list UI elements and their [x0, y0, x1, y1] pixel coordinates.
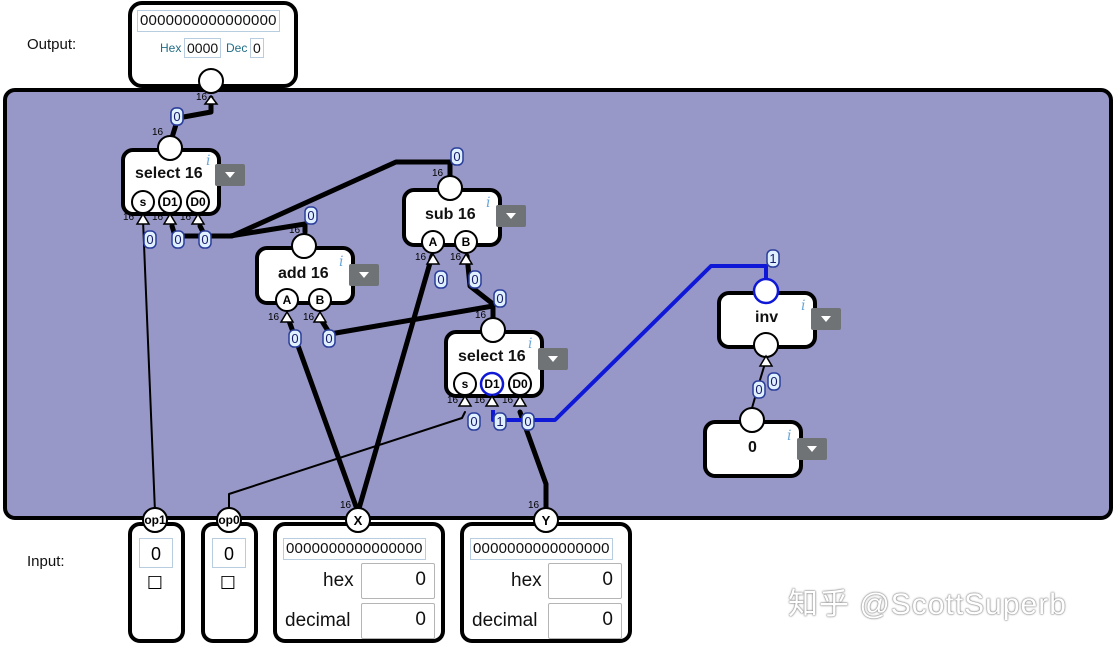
- svg-text:16: 16: [474, 395, 486, 406]
- port-b-label: B: [461, 235, 471, 249]
- chip-inv-menu-button[interactable]: [811, 308, 841, 330]
- info-icon[interactable]: i: [206, 153, 211, 169]
- input-op1-checkbox[interactable]: ☐: [146, 573, 164, 593]
- wire-x-to-subA: [355, 253, 435, 515]
- svg-text:16: 16: [152, 127, 164, 138]
- svg-text:16: 16: [268, 312, 280, 323]
- output-section-label: Output:: [27, 36, 77, 53]
- wire-y-to-midD0: [517, 409, 549, 515]
- chip-const-menu-button[interactable]: [797, 438, 827, 460]
- info-icon[interactable]: i: [787, 428, 792, 444]
- wire-op0-to-s: [228, 411, 466, 515]
- input-op1-name: op1: [144, 513, 166, 527]
- input-section-label: Input:: [27, 553, 65, 570]
- svg-text:16: 16: [447, 395, 459, 406]
- svg-text:16: 16: [196, 92, 208, 103]
- input-op0-value[interactable]: 0: [212, 538, 246, 568]
- input-x-decimal-field[interactable]: 0: [361, 603, 435, 639]
- chip-select-top-label: select 16: [135, 165, 203, 182]
- svg-text:16: 16: [502, 395, 514, 406]
- svg-text:16: 16: [289, 225, 301, 236]
- chip-select-mid-menu-button[interactable]: [538, 348, 568, 370]
- chip-add-menu-button[interactable]: [349, 264, 379, 286]
- svg-text:16: 16: [152, 212, 164, 223]
- input-x-decimal-label: decimal: [285, 610, 351, 631]
- svg-text:16: 16: [528, 500, 540, 511]
- info-icon[interactable]: i: [801, 298, 806, 314]
- wire-inv-to-midD1: [491, 264, 768, 422]
- info-icon[interactable]: i: [528, 336, 533, 352]
- port-d0-label: D0: [190, 195, 206, 209]
- output-dec-value: 0: [250, 38, 264, 58]
- svg-text:16: 16: [475, 310, 487, 321]
- input-op0-name: op0: [218, 513, 240, 527]
- port-a-label: A: [428, 235, 438, 249]
- output-hex-value: 0000: [184, 38, 222, 58]
- chip-select-mid-label: select 16: [458, 348, 526, 365]
- input-y-hex-label: hex: [511, 570, 542, 591]
- input-y-bits[interactable]: 0000000000000000: [470, 538, 613, 560]
- wire-x-to-addA: [285, 315, 361, 515]
- input-op1-value[interactable]: 0: [139, 538, 173, 568]
- chip-sub-menu-button[interactable]: [496, 205, 526, 227]
- input-x-hex-label: hex: [323, 570, 354, 591]
- wire-selecttop-to-output: [167, 95, 214, 147]
- chip-add-label: add 16: [278, 265, 329, 282]
- svg-text:16: 16: [450, 252, 462, 263]
- input-y-hex-field[interactable]: 0: [548, 563, 622, 599]
- svg-text:16: 16: [415, 252, 427, 263]
- svg-text:16: 16: [180, 212, 192, 223]
- wire-op1-to-s: [142, 219, 156, 513]
- port-b-label: B: [315, 293, 325, 307]
- chip-select-top-menu-button[interactable]: [215, 164, 245, 186]
- input-x-name: X: [353, 513, 363, 528]
- svg-text:16: 16: [123, 212, 135, 223]
- input-y-decimal-label: decimal: [472, 610, 538, 631]
- svg-text:16: 16: [340, 500, 352, 511]
- port-d1-label: D1: [162, 195, 178, 209]
- input-op0-checkbox[interactable]: ☐: [219, 573, 237, 593]
- output-port: [198, 68, 224, 94]
- info-icon[interactable]: i: [486, 195, 491, 211]
- port-d1-label: D1: [484, 377, 500, 391]
- port-s-label: s: [461, 377, 469, 391]
- watermark-text: 知乎 @ScottSuperb: [788, 588, 1067, 621]
- input-x-bits[interactable]: 0000000000000000: [283, 538, 426, 560]
- input-y-name: Y: [541, 513, 551, 528]
- output-bits-display: 0000000000000000: [137, 10, 280, 32]
- input-y-decimal-field[interactable]: 0: [548, 603, 622, 639]
- output-dec-label: Dec: [226, 41, 248, 55]
- chip-inv-label: inv: [755, 309, 779, 326]
- port-a-label: A: [282, 293, 292, 307]
- output-hex-label: Hex: [160, 41, 182, 55]
- chip-const-label: 0: [748, 439, 757, 456]
- svg-text:16: 16: [303, 312, 315, 323]
- port-d0-label: D0: [512, 377, 528, 391]
- info-icon[interactable]: i: [339, 254, 344, 270]
- chip-sub-label: sub 16: [425, 206, 476, 223]
- port-s-label: s: [139, 195, 147, 209]
- input-x-hex-field[interactable]: 0: [361, 563, 435, 599]
- svg-text:16: 16: [432, 168, 444, 179]
